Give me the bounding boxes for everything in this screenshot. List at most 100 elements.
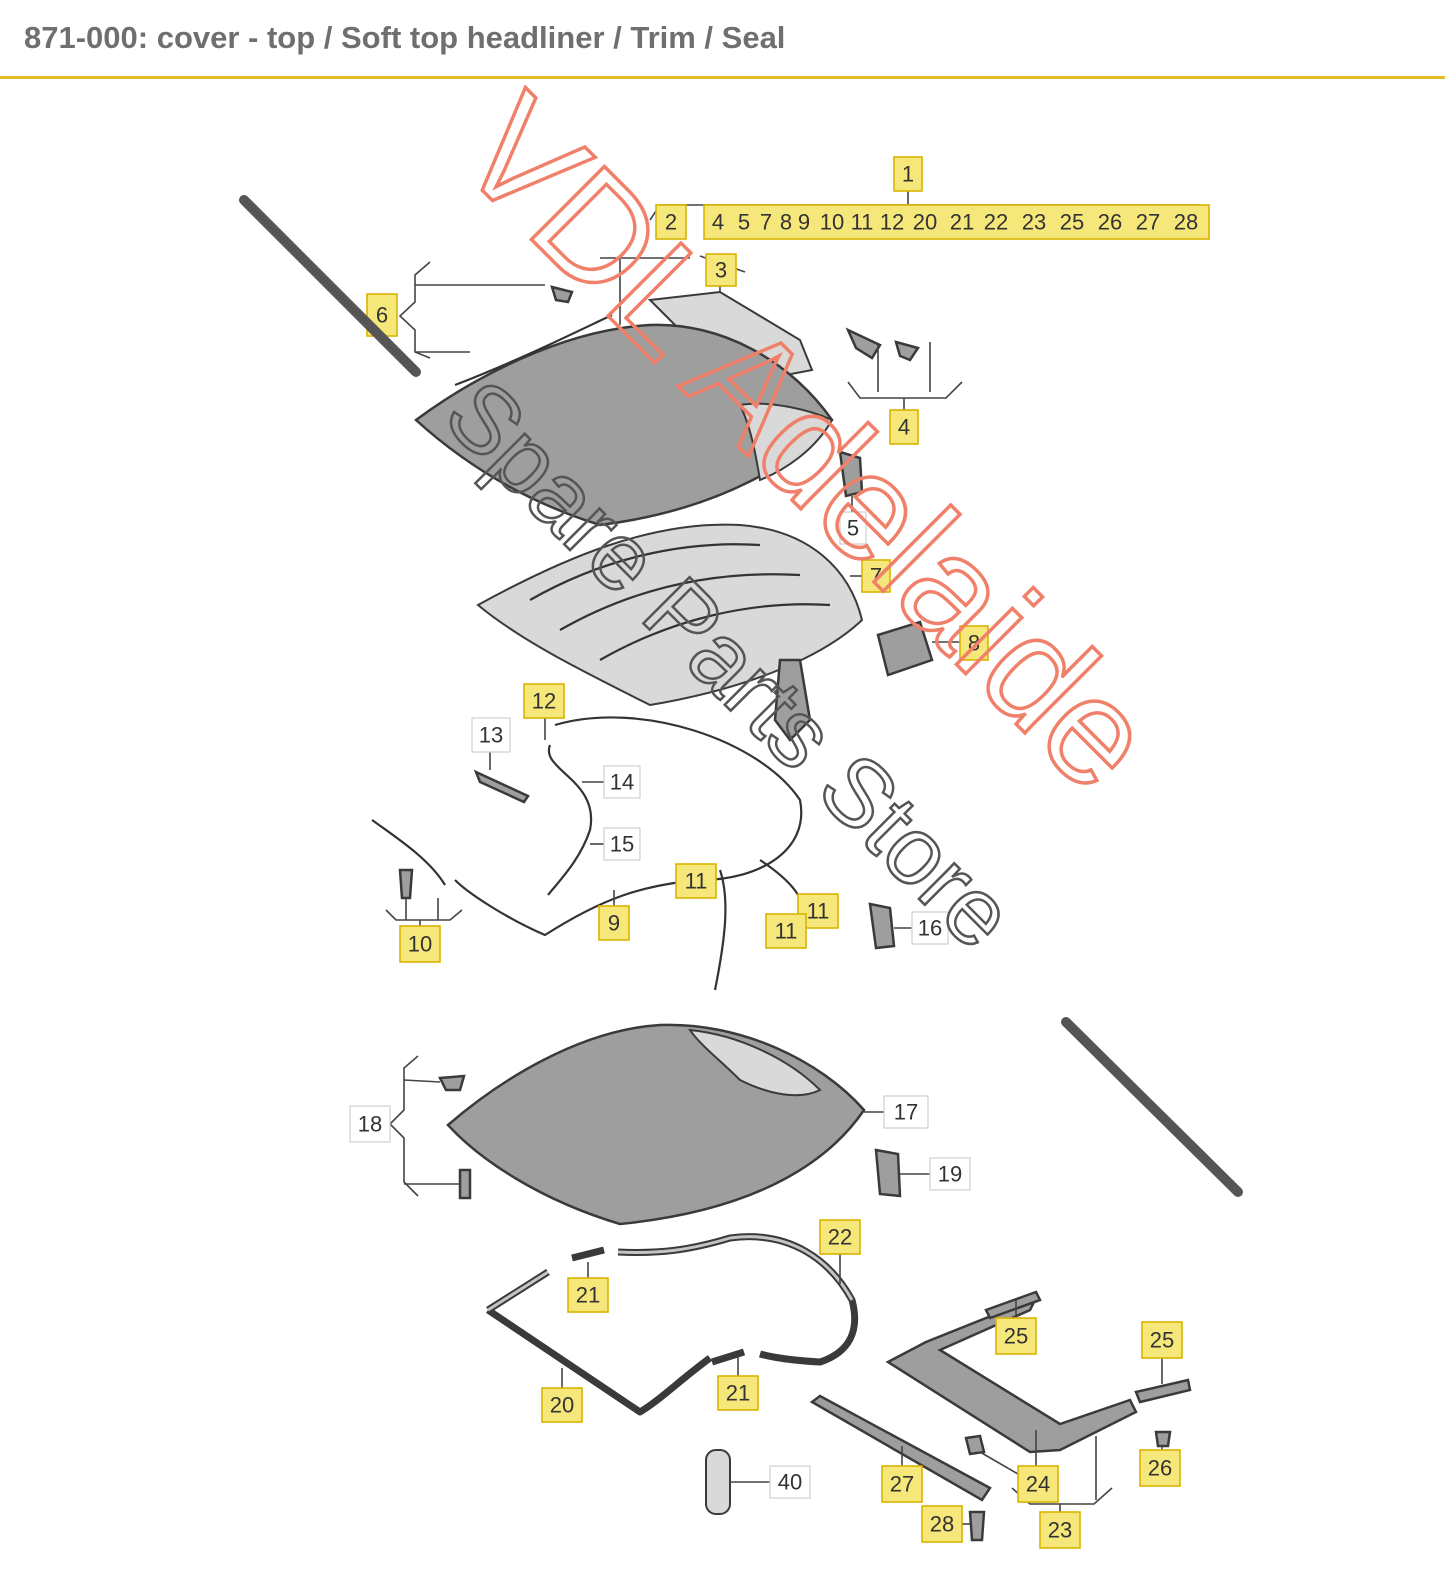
callout-box-22[interactable] <box>819 1219 861 1255</box>
callout-box-12[interactable] <box>523 683 565 719</box>
callout-box-19[interactable] <box>929 1157 971 1191</box>
callout-box-28[interactable] <box>921 1505 963 1543</box>
row-label-28[interactable]: 28 <box>1174 210 1198 235</box>
callout-box-40[interactable] <box>769 1465 811 1499</box>
callout-box-1[interactable] <box>893 156 923 192</box>
callout-group-5: 5 <box>838 450 867 545</box>
row-label-9[interactable]: 9 <box>798 210 810 235</box>
callout-box-21-b[interactable] <box>717 1375 759 1411</box>
callout-group-12: 12 <box>523 683 565 740</box>
row-label-4[interactable]: 4 <box>712 210 724 235</box>
callout-group-14: 14 <box>582 765 641 799</box>
callout-label-26: 26 <box>1148 1456 1172 1481</box>
row-label-11[interactable]: 11 <box>851 210 874 235</box>
part-7-top-frame: 7 <box>476 523 891 742</box>
row-label-23[interactable]: 23 <box>1022 210 1046 235</box>
callout-label-19: 19 <box>938 1162 962 1187</box>
callout-box-13[interactable] <box>471 717 511 753</box>
callout-box-18[interactable] <box>349 1105 391 1143</box>
row-label-10[interactable]: 10 <box>820 210 844 235</box>
callout-group-24: 24 <box>964 1434 1059 1503</box>
row-label-7[interactable]: 7 <box>760 210 772 235</box>
callout-box-16[interactable] <box>911 911 949 945</box>
callout-label-21-a: 21 <box>576 1283 600 1308</box>
callout-box-23[interactable] <box>1039 1511 1081 1549</box>
row-label-26[interactable]: 26 <box>1098 210 1122 235</box>
callout-row-1: 4 5 7 8 9 10 11 12 20 21 22 23 25 26 27 … <box>703 204 1210 240</box>
callout-box-10[interactable] <box>399 925 441 963</box>
callout-group-25: 25 25 <box>984 1290 1192 1404</box>
callout-box-25-a[interactable] <box>995 1317 1037 1355</box>
callout-group-8: 8 <box>876 620 989 677</box>
page-title: 871-000: cover - top / Soft top headline… <box>24 20 786 55</box>
callout-box-9[interactable] <box>598 905 630 941</box>
callout-label-15: 15 <box>610 832 634 857</box>
part-20-22-seals: 22 21 21 20 <box>486 1219 861 1423</box>
callout-label-3: 3 <box>715 258 727 283</box>
callout-group-16: 16 <box>868 902 949 950</box>
callout-box-5[interactable] <box>839 511 867 545</box>
header-bar: 871-000: cover - top / Soft top headline… <box>0 0 1445 79</box>
callout-group-11: 11 11 11 <box>675 863 839 949</box>
callout-group-28: 28 <box>921 1505 986 1543</box>
callout-group-4: 4 <box>845 327 963 445</box>
callout-label-20: 20 <box>550 1393 574 1418</box>
callout-label-27: 27 <box>890 1472 914 1497</box>
callout-label-18: 18 <box>358 1112 382 1137</box>
callout-label-2: 2 <box>665 210 677 235</box>
callout-box-21-a[interactable] <box>567 1277 609 1313</box>
row-label-8[interactable]: 8 <box>780 210 792 235</box>
callout-box-11-c[interactable] <box>765 913 807 949</box>
callout-label-4: 4 <box>898 415 910 440</box>
callout-label-5: 5 <box>847 516 859 541</box>
callout-label-1: 1 <box>902 162 914 187</box>
callout-group-15: 15 <box>590 827 641 861</box>
part-2-top-cover <box>414 257 834 527</box>
callout-row-box <box>703 204 1210 240</box>
callout-box-8[interactable] <box>959 625 989 661</box>
callout-label-10: 10 <box>408 932 432 957</box>
callout-label-7: 7 <box>870 564 882 589</box>
callout-label-8: 8 <box>968 631 980 656</box>
callout-box-17[interactable] <box>883 1095 929 1129</box>
part-40-tube <box>705 1449 731 1515</box>
callout-box-27[interactable] <box>881 1465 923 1503</box>
callout-box-15[interactable] <box>603 827 641 861</box>
callout-label-14: 14 <box>610 770 634 795</box>
callout-box-20[interactable] <box>541 1387 583 1423</box>
callout-label-11-a: 11 <box>685 869 708 894</box>
callout-box-7[interactable] <box>861 559 891 593</box>
callout-box-24[interactable] <box>1017 1465 1059 1503</box>
exploded-parts-diagram: 1 2 4 5 7 8 9 10 11 12 20 21 22 23 25 26… <box>239 82 1243 1549</box>
callout-group-18: 18 <box>349 1055 472 1200</box>
callout-label-12: 12 <box>532 689 556 714</box>
callout-group-40: 40 <box>705 1449 811 1515</box>
callout-label-22: 22 <box>828 1225 852 1250</box>
callout-group-19: 19 <box>874 1148 971 1198</box>
callout-box-11-a[interactable] <box>675 863 717 899</box>
row-label-27[interactable]: 27 <box>1136 210 1160 235</box>
callout-label-17: 17 <box>894 1100 918 1125</box>
callout-box-2[interactable] <box>655 204 687 240</box>
row-label-12[interactable]: 12 <box>880 210 904 235</box>
callout-group-26: 26 <box>1139 1430 1181 1487</box>
row-label-20[interactable]: 20 <box>913 210 937 235</box>
callout-label-25-a: 25 <box>1004 1324 1028 1349</box>
callout-label-25-b: 25 <box>1150 1328 1174 1353</box>
callout-box-25-b[interactable] <box>1141 1321 1183 1359</box>
callout-label-24: 24 <box>1026 1472 1050 1497</box>
row-label-5[interactable]: 5 <box>738 210 750 235</box>
callout-box-14[interactable] <box>603 765 641 799</box>
callout-box-26[interactable] <box>1139 1449 1181 1487</box>
callout-box-4[interactable] <box>889 409 919 445</box>
callout-label-21-b: 21 <box>726 1381 750 1406</box>
callout-group-27: 27 <box>809 1394 992 1503</box>
row-label-21[interactable]: 21 <box>950 210 974 235</box>
row-label-25[interactable]: 25 <box>1060 210 1084 235</box>
watermark-bar-top <box>239 195 421 377</box>
callout-group-10: 10 <box>385 868 463 963</box>
row-label-22[interactable]: 22 <box>984 210 1008 235</box>
callout-box-3[interactable] <box>705 253 737 287</box>
watermark: VDL Adelaide Spare Parts Store <box>239 82 1243 1197</box>
